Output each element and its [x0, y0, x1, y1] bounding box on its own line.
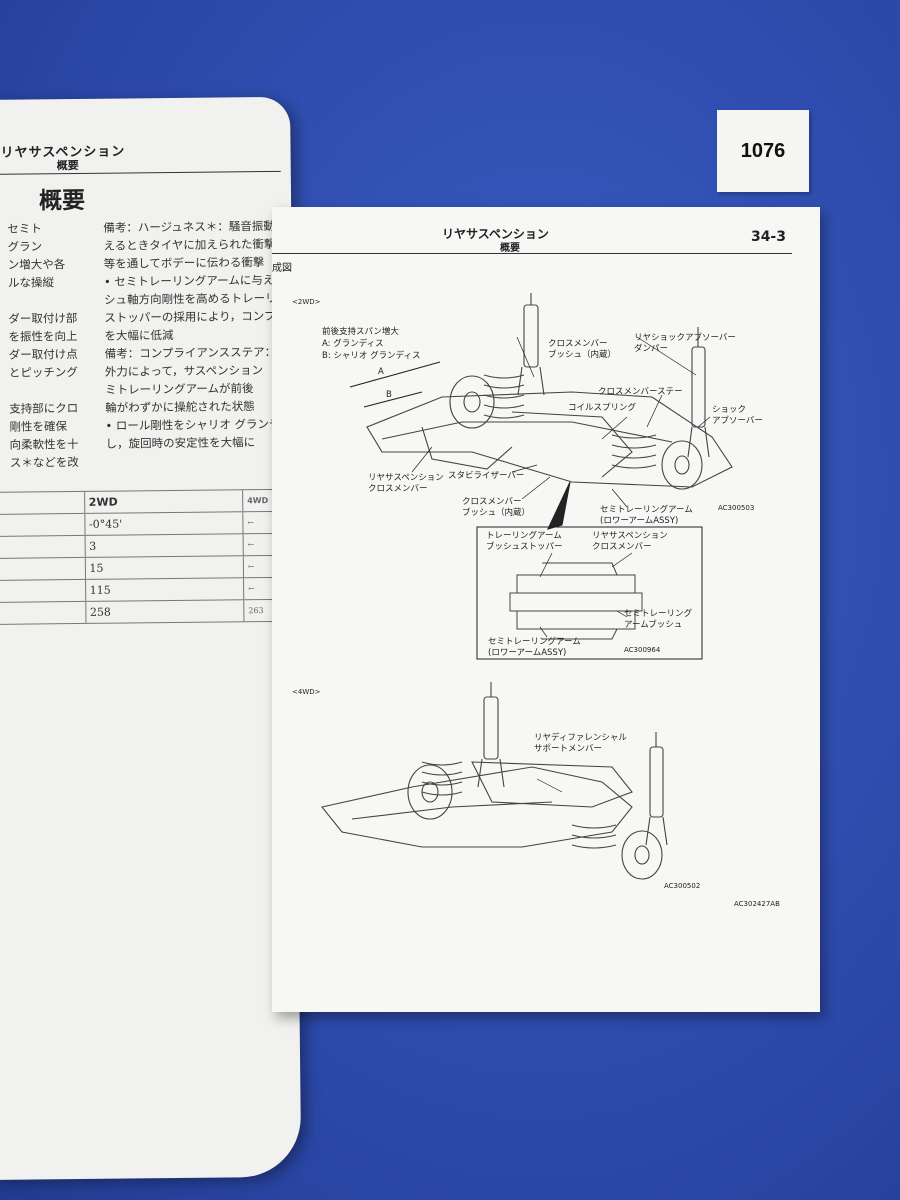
- inset-semi-bush: セミトレーリング アームブッシュ: [624, 609, 693, 630]
- suspension-2wd-drawing: [349, 293, 733, 530]
- callout-span-a: A: グランディス: [322, 339, 384, 349]
- dim-b: B: [386, 390, 392, 400]
- page-number: 34-3: [750, 229, 786, 245]
- table-cell: 3: [84, 533, 244, 558]
- table-header-cell: 4WD: [242, 489, 273, 512]
- code-4wd: AC300502: [664, 882, 701, 890]
- table-cell: [0, 513, 85, 537]
- right-header-sub: 概要: [500, 243, 520, 254]
- table-cell: 258: [85, 599, 244, 624]
- table-cell: 263: [243, 599, 274, 622]
- shock-damper: リヤショックアブソーバー ダンパー: [634, 333, 736, 354]
- table-cell: ←: [242, 511, 273, 534]
- number-tag: 1076: [717, 110, 809, 192]
- table-row: 258 263: [0, 599, 274, 625]
- left-page: リヤサスペンション 概要 概要 セミト グラン ン増大や各 ルな操縦 ダー取付け…: [0, 96, 302, 1180]
- table-cell: [0, 557, 86, 581]
- stabilizer-bar: スタビライザーバー: [448, 471, 525, 481]
- table-row: 15 ←: [0, 555, 274, 581]
- table-cell: -0°45': [84, 511, 244, 536]
- figure-code: AC302427AB: [734, 900, 780, 908]
- table-header-row: 2WD 4WD: [0, 489, 273, 515]
- table-row: 3 ←: [0, 533, 273, 559]
- inset-trailing-stopper: トレーリングアーム ブッシュストッパー: [486, 531, 563, 552]
- coil-spring: コイルスプリング: [568, 403, 637, 413]
- inset-semi-arm: セミトレーリングアーム (ロワーアームASSY): [488, 637, 581, 658]
- code-2wd: AC300503: [718, 504, 755, 512]
- cross-bush-bottom: クロスメンバー ブッシュ（内蔵）: [462, 497, 531, 518]
- table-cell: [0, 535, 85, 559]
- section-label: 成図: [272, 263, 292, 274]
- cross-bush-top: クロスメンバー ブッシュ（内蔵）: [548, 339, 617, 360]
- inset-bushing-detail: [476, 526, 703, 660]
- table-header-cell: [0, 491, 85, 515]
- dim-a: A: [378, 367, 384, 377]
- shock-absorber: ショック アブソーバー: [712, 405, 763, 426]
- right-header-rule: [272, 253, 792, 254]
- semi-trailing-arm: セミトレーリングアーム (ロワーアームASSY): [600, 505, 693, 526]
- table-cell: [0, 601, 86, 625]
- left-header-sub: 概要: [56, 158, 79, 173]
- table-row: -0°45' ←: [0, 511, 273, 537]
- table-cell: 115: [85, 577, 244, 602]
- inset-rear-cross: リヤサスペンション クロスメンバー: [592, 531, 668, 552]
- spec-table: 2WD 4WD -0°45' ← 3 ← 15 ← 115 ← 258 263: [0, 489, 274, 625]
- table-cell: ←: [243, 555, 274, 578]
- rear-cross-member: リヤサスペンション クロスメンバー: [368, 473, 444, 494]
- table-cell: [0, 579, 86, 603]
- callout-span: 前後支持スパン増大: [322, 327, 399, 337]
- left-header-rule: [0, 170, 281, 175]
- left-column-1: セミト グラン ン増大や各 ルな操縦 ダー取付け部 を振性を向上 ダー取付け点 …: [7, 221, 79, 470]
- label-4wd: <4WD>: [292, 688, 321, 696]
- diff-support-member: リヤディファレンシャル サポートメンバー: [534, 733, 627, 754]
- label-2wd: <2WD>: [292, 298, 321, 306]
- right-page: リヤサスペンション 概要 34-3: [272, 207, 820, 1012]
- table-cell: ←: [243, 577, 274, 600]
- table-cell: 15: [84, 555, 244, 580]
- left-big-title: 概要: [38, 187, 86, 215]
- table-cell: ←: [243, 533, 273, 556]
- inset-code: AC300964: [624, 646, 661, 654]
- cross-stay: クロスメンバーステー: [598, 387, 683, 397]
- suspension-drawings: [321, 293, 733, 880]
- callout-span-b: B: シャリオ グランディス: [322, 351, 421, 361]
- table-header-cell: 2WD: [84, 489, 243, 514]
- table-row: 115 ←: [0, 577, 274, 603]
- left-column-2: 備考：ハージュネス＊：騒音振動 えるときタイヤに加えられた衝撃 等を通してボデー…: [103, 218, 287, 451]
- right-header-title: リヤサスペンション: [442, 227, 549, 241]
- suspension-4wd-drawing: [321, 682, 668, 880]
